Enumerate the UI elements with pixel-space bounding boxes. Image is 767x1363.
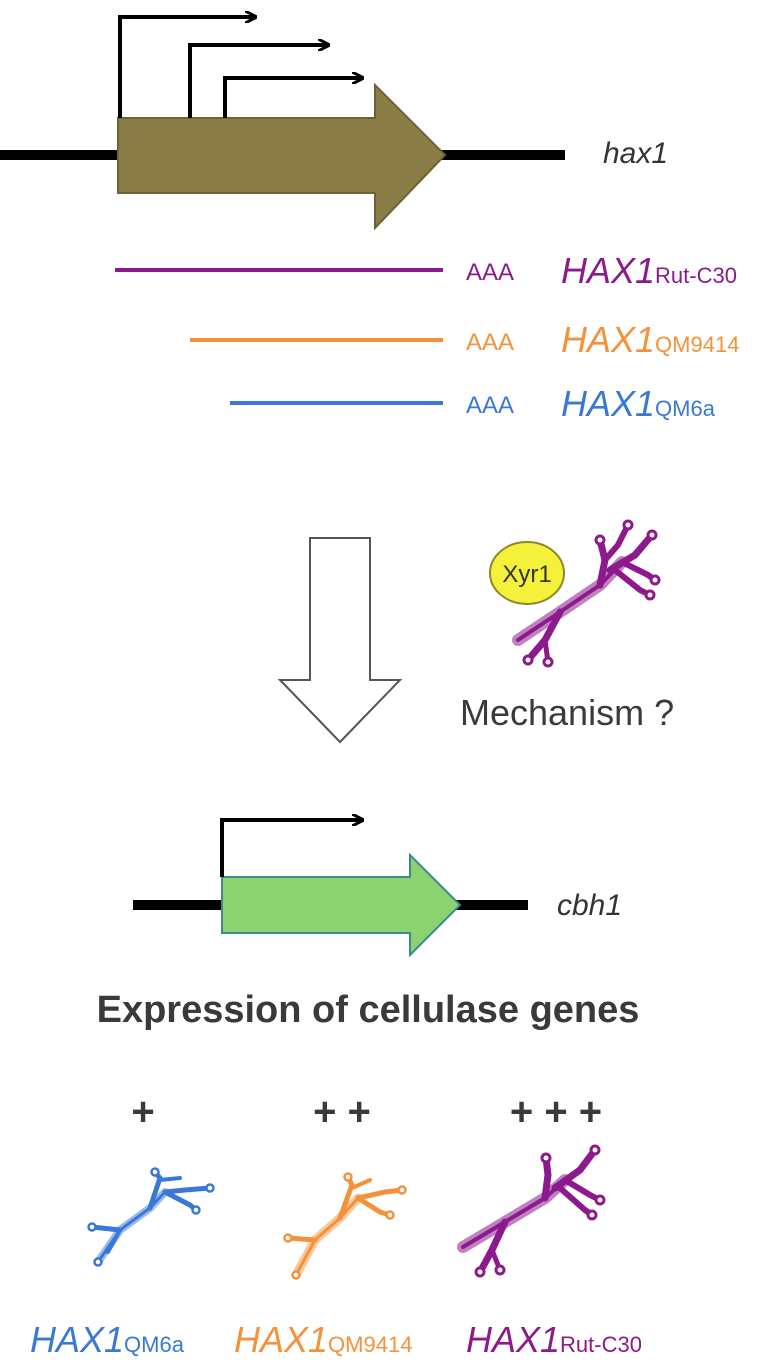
expression-heading: Expression of cellulase genes [97,989,640,1031]
strain-name: HAX1 [234,1319,328,1360]
strain-name: HAX1 [561,319,655,360]
tss-arrow-3 [223,78,362,118]
strain-label: HAX1QM6a [561,383,716,424]
strain-name: HAX1 [30,1319,124,1360]
transcript-qm6a: AAA HAX1QM6a [230,383,716,424]
polyA-tail: AAA [466,259,514,286]
level-strain-qm9414: HAX1QM9414 [234,1319,412,1360]
cbh1-gene-arrow [221,852,462,958]
level-plus-qm6a: + [131,1090,154,1134]
strain-subscript: Rut-C30 [655,263,737,288]
polyA-tail: AAA [466,392,514,419]
hax1-gene-arrow [117,82,447,231]
strain-subscript: Rut-C30 [560,1332,642,1357]
strain-subscript: QM6a [124,1332,185,1357]
mechanism-label: Mechanism ? [460,692,674,733]
xyr1-hyphae-group: Xyr1 [489,519,661,668]
tss-arrow-2 [188,45,328,118]
strain-label: HAX1QM9414 [561,319,739,360]
xyr1-protein [489,541,565,605]
fungus-hyphae-icon [87,1167,215,1267]
fungus-hyphae-icon [283,1172,407,1280]
fungus-hyphae-icon [457,1144,606,1278]
level-plus-rutc30: + + + [510,1090,602,1134]
level-plus-qm9414: + + [313,1090,371,1134]
cbh1-tss-arrow [220,820,362,877]
fungus-hyphae-icon [512,519,661,668]
cbh1-locus: cbh1 [133,820,622,958]
level-strain-rutc30: HAX1Rut-C30 [466,1319,642,1360]
strain-subscript: QM9414 [655,332,739,357]
cbh1-gene-label: cbh1 [557,889,622,922]
strain-label: HAX1Rut-C30 [561,250,737,291]
transcript-qm9414: AAA HAX1QM9414 [190,319,739,360]
down-arrow-icon [277,537,403,744]
strain-name: HAX1 [561,383,655,424]
expression-levels: + + + + + + [30,1090,642,1360]
xyr1-label: Xyr1 [502,561,551,588]
transcript-rutc30: AAA HAX1Rut-C30 [115,250,737,291]
strain-name: HAX1 [561,250,655,291]
tss-arrow-1 [118,17,255,118]
transcripts: AAA HAX1Rut-C30 AAA HAX1QM9414 AAA HAX1Q… [115,250,739,424]
hax1-gene-label: hax1 [603,137,668,170]
strain-name: HAX1 [466,1319,560,1360]
hax1-locus: hax1 [0,17,668,231]
strain-subscript: QM9414 [328,1332,412,1357]
strain-subscript: QM6a [655,396,716,421]
level-strain-qm6a: HAX1QM6a [30,1319,185,1360]
polyA-tail: AAA [466,329,514,356]
